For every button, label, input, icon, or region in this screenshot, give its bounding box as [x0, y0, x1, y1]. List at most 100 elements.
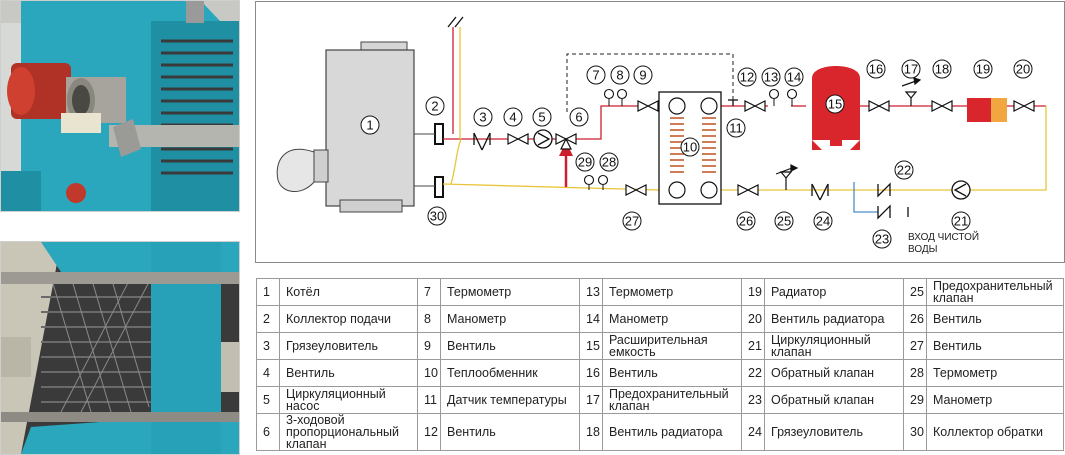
marker-5: 5: [538, 110, 545, 125]
return-collector: [434, 176, 444, 198]
legend-text: Расширительная емкость: [602, 332, 742, 360]
heat-exchanger-photo-top: [0, 0, 240, 212]
legend-text: Обратный клапан: [764, 386, 904, 414]
legend-text: Циркуляционный клапан: [764, 332, 904, 360]
legend-number: 1: [256, 278, 280, 306]
legend-text: Термометр: [926, 359, 1064, 387]
radiator: [967, 98, 1007, 122]
legend-text: Манометр: [440, 305, 580, 333]
pump-5: [533, 129, 553, 149]
legend-text: Грязеуловитель: [279, 332, 418, 360]
marker-17: 17: [904, 62, 918, 77]
legend-text: Вентиль: [602, 359, 742, 387]
legend-text: Теплообменник: [440, 359, 580, 387]
legend-number: 24: [741, 413, 765, 451]
legend-number: 19: [741, 278, 765, 306]
heat-exchanger-photo-top-illustration: [1, 1, 239, 211]
legend-number: 26: [903, 305, 927, 333]
boiler: [276, 41, 415, 213]
marker-11: 11: [729, 121, 743, 136]
legend-text: Термометр: [602, 278, 742, 306]
strainer-3: [473, 132, 491, 151]
legend-text: Вентиль: [926, 332, 1064, 360]
marker-18: 18: [935, 62, 949, 77]
legend-number: 23: [741, 386, 765, 414]
legend-number: 16: [579, 359, 603, 387]
valves: [507, 100, 1035, 196]
legend-text: Манометр: [926, 386, 1064, 414]
legend-text: Предохранительный клапан: [602, 386, 742, 414]
legend-number: 22: [741, 359, 765, 387]
marker-30: 30: [430, 209, 444, 224]
valve-26: [737, 184, 759, 196]
marker-22: 22: [897, 163, 911, 178]
clean-water-label-line2: ВОДЫ: [908, 244, 938, 255]
legend-number: 18: [579, 413, 603, 451]
valve-4: [507, 133, 529, 145]
marker-9: 9: [639, 68, 646, 83]
supply-collector: [434, 123, 444, 145]
marker-10: 10: [683, 140, 697, 155]
legend-number: 13: [579, 278, 603, 306]
marker-19: 19: [976, 62, 990, 77]
legend-text: Манометр: [602, 305, 742, 333]
marker-26: 26: [739, 214, 753, 229]
legend-text: Коллектор обратки: [926, 413, 1064, 451]
heat-exchanger: [658, 91, 722, 205]
legend-number: 25: [903, 278, 927, 306]
legend-number: 4: [256, 359, 280, 387]
legend-number: 12: [417, 413, 441, 451]
legend-number: 28: [903, 359, 927, 387]
safety-valve-25: [775, 164, 799, 190]
legend-text: Датчик температуры: [440, 386, 580, 414]
gauges: [583, 88, 798, 186]
marker-25: 25: [777, 214, 791, 229]
legend-number: 30: [903, 413, 927, 451]
sensor-signal-line: [566, 53, 734, 112]
marker-20: 20: [1016, 62, 1030, 77]
clean-water-pipe: [853, 182, 878, 213]
marker-7: 7: [592, 68, 599, 83]
legend-text: Циркуляционный насос: [279, 386, 418, 414]
marker-28: 28: [602, 155, 616, 170]
legend-number: 17: [579, 386, 603, 414]
legend-number: 8: [417, 305, 441, 333]
marker-4: 4: [509, 110, 516, 125]
heat-exchanger-photo-bottom: [0, 241, 240, 455]
legend-number: 3: [256, 332, 280, 360]
legend-number: 29: [903, 386, 927, 414]
legend-text: Вентиль: [440, 413, 580, 451]
legend-number: 5: [256, 386, 280, 414]
marker-23: 23: [875, 232, 889, 247]
valve-18: [931, 100, 953, 112]
marker-29: 29: [578, 155, 592, 170]
legend-text: Вентиль: [279, 359, 418, 387]
valve-20: [1013, 100, 1035, 112]
legend-number: 10: [417, 359, 441, 387]
marker-15: 15: [828, 97, 842, 112]
schematic-svg: 1 2 3 4 5 6 7 8 9 10 11 12 13 14 15 16 1…: [276, 16, 1047, 255]
legend-number: 27: [903, 332, 927, 360]
legend-number: 6: [256, 413, 280, 451]
legend-number: 20: [741, 305, 765, 333]
legend-number: 2: [256, 305, 280, 333]
legend-text: Вентиль радиатора: [602, 413, 742, 451]
marker-13: 13: [764, 70, 778, 85]
legend-number: 7: [417, 278, 441, 306]
legend-number: 15: [579, 332, 603, 360]
legend-text: Обратный клапан: [764, 359, 904, 387]
legend-number: 14: [579, 305, 603, 333]
valve-12: [744, 100, 766, 112]
heat-exchanger-photo-bottom-illustration: [1, 242, 239, 454]
marker-21: 21: [954, 214, 968, 229]
legend-text: Вентиль: [926, 305, 1064, 333]
legend-text: Коллектор подачи: [279, 305, 418, 333]
marker-14: 14: [787, 70, 801, 85]
return-pipe: [442, 27, 1047, 191]
valve-16: [868, 100, 890, 112]
marker-1: 1: [366, 118, 373, 133]
